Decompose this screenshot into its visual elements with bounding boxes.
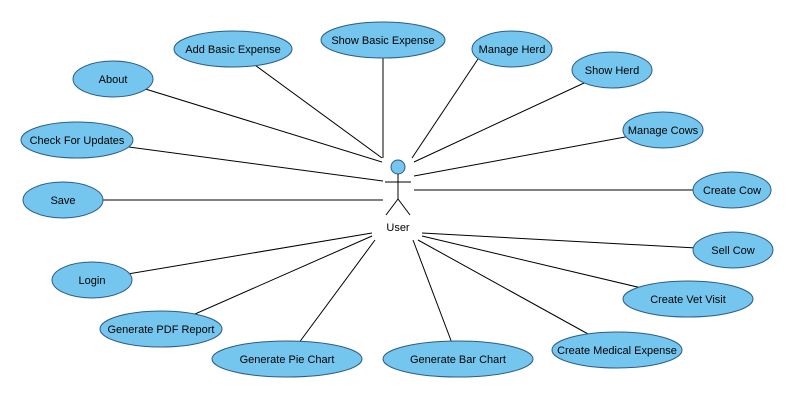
use-case-label: Generate PDF Report [108, 324, 215, 336]
use-case-create-vet-visit[interactable]: Create Vet Visit [622, 280, 754, 318]
use-case-show-herd[interactable]: Show Herd [571, 51, 653, 89]
association-line [413, 129, 664, 177]
use-case-ellipse [382, 340, 534, 378]
use-case-ellipse [99, 310, 223, 348]
use-case-generate-pie-chart[interactable]: Generate Pie Chart [211, 340, 363, 378]
use-case-login[interactable]: Login [51, 261, 133, 299]
use-case-ellipse [471, 30, 553, 68]
use-case-generate-bar-chart[interactable]: Generate Bar Chart [382, 340, 534, 378]
use-case-ellipse [692, 171, 772, 209]
association-line [160, 235, 373, 330]
use-case-label: Generate Bar Chart [410, 354, 506, 366]
use-case-ellipse [72, 60, 154, 98]
association-line [417, 239, 618, 351]
use-case-label: Create Cow [703, 185, 761, 197]
use-case-create-cow[interactable]: Create Cow [692, 171, 772, 209]
use-case-save[interactable]: Save [22, 181, 104, 219]
association-line [286, 239, 376, 360]
actor-label: User [386, 222, 410, 234]
use-case-sell-cow[interactable]: Sell Cow [692, 231, 774, 269]
use-case-label: Add Basic Expense [185, 44, 280, 56]
use-case-ellipse [571, 51, 653, 89]
use-case-check-for-updates[interactable]: Check For Updates [20, 121, 134, 159]
association-line [232, 48, 383, 159]
use-case-label: Manage Herd [479, 44, 546, 56]
association-line [112, 78, 383, 163]
use-case-label: Login [79, 275, 106, 287]
use-case-create-medical-expense[interactable]: Create Medical Expense [551, 331, 683, 369]
use-case-label: Check For Updates [30, 135, 125, 147]
use-case-add-basic-expense[interactable]: Add Basic Expense [173, 30, 293, 68]
use-case-label: Manage Cows [628, 125, 699, 137]
use-case-manage-cows[interactable]: Manage Cows [622, 111, 704, 149]
use-case-ellipse [551, 331, 683, 369]
use-case-ellipse [320, 21, 446, 59]
use-case-ellipse [20, 121, 134, 159]
use-case-ellipse [51, 261, 133, 299]
association-line [421, 232, 734, 251]
association-line [411, 49, 485, 159]
association-line [412, 239, 459, 360]
use-case-generate-pdf-report[interactable]: Generate PDF Report [99, 310, 223, 348]
actor-leg-left [385, 198, 399, 216]
use-case-label: Sell Cow [711, 245, 754, 257]
use-case-about[interactable]: About [72, 60, 154, 98]
use-case-ellipse [173, 30, 293, 68]
use-case-label: Save [50, 195, 75, 207]
actor-user[interactable]: User [385, 159, 411, 234]
association-line [91, 232, 373, 281]
use-case-show-basic-expense[interactable]: Show Basic Expense [320, 21, 446, 59]
use-case-label: About [99, 74, 128, 86]
actor-leg-right [397, 198, 411, 216]
use-case-ellipse [22, 181, 104, 219]
use-case-ellipse [692, 231, 774, 269]
use-case-manage-herd[interactable]: Manage Herd [471, 30, 553, 68]
use-case-ellipse [622, 111, 704, 149]
association-line [413, 69, 613, 163]
use-case-ellipse [211, 340, 363, 378]
use-case-label: Show Basic Expense [331, 35, 434, 47]
use-case-ellipse [622, 280, 754, 318]
actor-head-icon [390, 159, 406, 175]
use-case-label: Create Vet Visit [650, 294, 726, 306]
use-case-label: Create Medical Expense [557, 345, 677, 357]
use-case-label: Show Herd [585, 65, 639, 77]
use-case-label: Generate Pie Chart [240, 354, 335, 366]
